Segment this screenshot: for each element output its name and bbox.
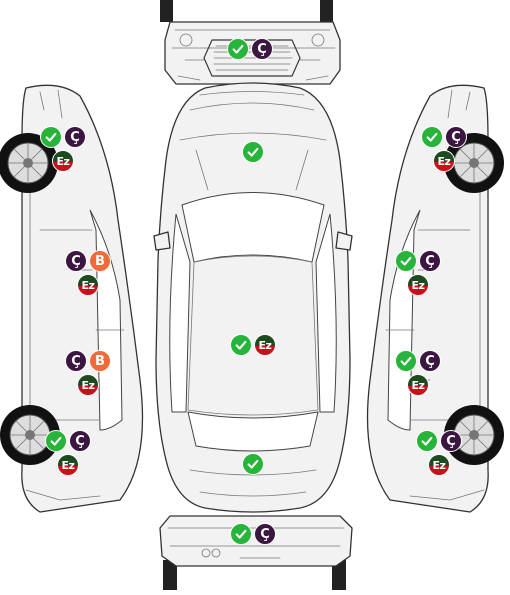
ez-badge: Ez — [77, 274, 99, 296]
ok-check-icon — [45, 430, 67, 452]
ez-badge: Ez — [407, 274, 429, 296]
top-view-drawing — [153, 82, 353, 513]
ok-check-icon — [227, 38, 249, 60]
b-badge: B — [89, 250, 111, 272]
c-badge: Ç — [251, 38, 273, 60]
ok-check-icon — [40, 126, 62, 148]
ok-check-icon — [230, 523, 252, 545]
c-badge: Ç — [254, 523, 276, 545]
ok-check-icon — [242, 453, 264, 475]
c-badge: Ç — [419, 350, 441, 372]
c-badge: Ç — [419, 250, 441, 272]
c-badge: Ç — [69, 430, 91, 452]
ez-badge: Ez — [52, 150, 74, 172]
ez-badge: Ez — [407, 374, 429, 396]
ez-badge: Ez — [57, 454, 79, 476]
c-badge: Ç — [65, 350, 87, 372]
ok-check-icon — [416, 430, 438, 452]
ok-check-icon — [395, 250, 417, 272]
ez-badge: Ez — [428, 454, 450, 476]
c-badge: Ç — [64, 126, 86, 148]
ok-check-icon — [230, 334, 252, 356]
ok-check-icon — [421, 126, 443, 148]
c-badge: Ç — [445, 126, 467, 148]
right-side-drawing — [366, 84, 504, 513]
left-side-drawing — [0, 84, 144, 513]
front-bumper-drawing — [160, 0, 341, 85]
ez-badge: Ez — [77, 374, 99, 396]
c-badge: Ç — [65, 250, 87, 272]
ez-badge: Ez — [254, 334, 276, 356]
ez-badge: Ez — [433, 150, 455, 172]
b-badge: B — [89, 350, 111, 372]
c-badge: Ç — [440, 430, 462, 452]
ok-check-icon — [395, 350, 417, 372]
ok-check-icon — [242, 141, 264, 163]
